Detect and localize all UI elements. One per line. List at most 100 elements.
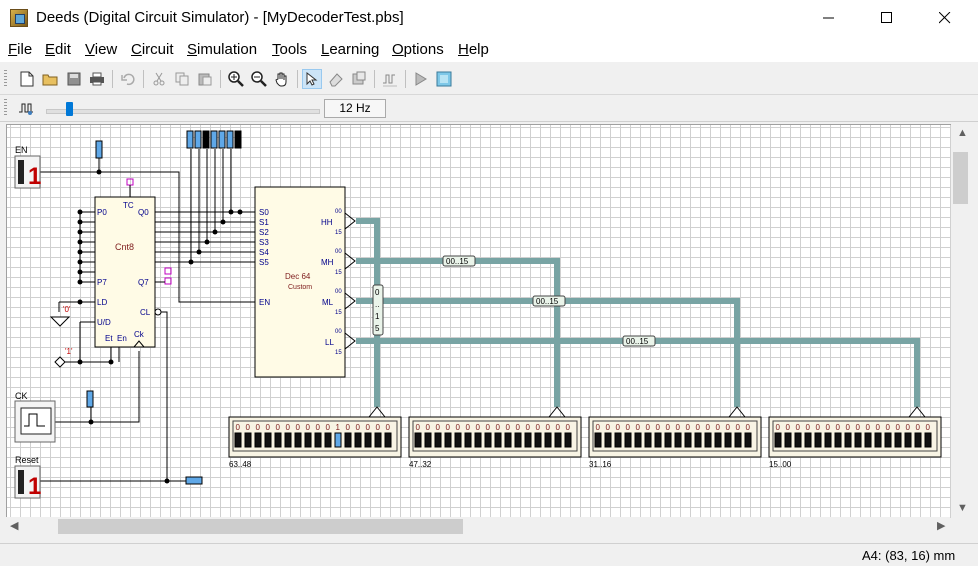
decoder-dec64[interactable]: S0 S1 S2 S3 S4 S5 EN Dec 64 Custom HH MH… xyxy=(254,186,356,378)
component-library-icon xyxy=(352,71,366,85)
pointer-select-button[interactable] xyxy=(302,69,322,89)
counter-cnt8[interactable]: Cnt8 P0 P7 LD U/D TC Q0 Q7 CL Et En Ck xyxy=(94,178,172,348)
scroll-down-icon[interactable]: ▼ xyxy=(957,502,968,514)
probe-led-en xyxy=(95,140,103,159)
svg-text:00: 00 xyxy=(335,249,342,255)
toolbar-grip[interactable] xyxy=(4,70,7,88)
bus-mh[interactable] xyxy=(356,258,560,407)
led-value: 0 xyxy=(876,423,881,432)
led-value: 0 xyxy=(276,423,281,432)
clock-settings-button[interactable] xyxy=(16,98,36,118)
horizontal-scroll-thumb[interactable] xyxy=(58,519,463,534)
led-off xyxy=(884,432,892,448)
menu-file[interactable]: File xyxy=(8,41,33,58)
menu-learning[interactable]: Learning xyxy=(321,41,380,58)
close-button[interactable] xyxy=(922,0,968,36)
led-off xyxy=(714,432,722,448)
undo-icon xyxy=(121,73,135,86)
menu-options[interactable]: Options xyxy=(392,41,444,58)
display-range-label: 31..16 xyxy=(589,460,612,469)
vertical-scroll-thumb[interactable] xyxy=(953,152,968,204)
reset-switch[interactable]: Reset 1 xyxy=(14,455,41,500)
led-off xyxy=(484,432,492,448)
simulation-window-button[interactable] xyxy=(434,69,454,89)
led-off xyxy=(804,432,812,448)
led-off xyxy=(474,432,482,448)
menu-bar: File Edit View Circuit Simulation Tools … xyxy=(0,38,978,62)
cut-icon xyxy=(153,72,165,86)
minimize-icon xyxy=(823,17,834,19)
timing-diagram-button[interactable] xyxy=(380,69,400,89)
bus-hh[interactable] xyxy=(356,218,380,407)
paste-button[interactable] xyxy=(195,69,215,89)
menu-help[interactable]: Help xyxy=(458,41,489,58)
led-value: 0 xyxy=(436,423,441,432)
cut-button[interactable] xyxy=(149,69,169,89)
one-constant[interactable]: '1' xyxy=(54,347,73,368)
svg-text:1: 1 xyxy=(375,312,380,321)
run-button[interactable] xyxy=(411,69,431,89)
minimize-button[interactable] xyxy=(806,0,852,36)
counter-name: Cnt8 xyxy=(115,242,134,252)
pan-button[interactable] xyxy=(272,69,292,89)
led-value: 0 xyxy=(696,423,701,432)
ck-label: CK xyxy=(15,391,28,401)
component-library-button[interactable] xyxy=(349,69,369,89)
eraser-button[interactable] xyxy=(326,69,346,89)
circuit-canvas[interactable]: EN 1 CK Reset 1 '0' '1' Cnt8 P0 P7 LD U/… xyxy=(6,124,951,518)
led-value: 0 xyxy=(786,423,791,432)
led-off xyxy=(904,432,912,448)
scroll-left-icon[interactable]: ◀ xyxy=(10,520,19,532)
reset-label: Reset xyxy=(15,455,39,465)
open-button[interactable] xyxy=(40,69,60,89)
app-icon[interactable] xyxy=(10,9,28,27)
probe-led xyxy=(194,130,202,149)
ck-generator[interactable]: CK xyxy=(14,391,56,443)
led-off xyxy=(264,432,272,448)
clock-frequency-slider[interactable] xyxy=(66,102,73,116)
probe-led xyxy=(234,130,242,149)
print-button[interactable] xyxy=(87,69,107,89)
led-value: 0 xyxy=(926,423,931,432)
menu-simulation[interactable]: Simulation xyxy=(187,41,258,58)
maximize-button[interactable] xyxy=(864,0,910,36)
vertical-scrollbar[interactable] xyxy=(951,124,970,517)
bus-ml[interactable] xyxy=(356,298,740,407)
zoom-out-button[interactable] xyxy=(249,69,269,89)
undo-button[interactable] xyxy=(118,69,138,89)
toolbar-grip[interactable] xyxy=(4,99,7,117)
zero-constant[interactable]: '0' xyxy=(49,305,71,327)
pan-hand-icon xyxy=(275,72,287,87)
svg-text:HH: HH xyxy=(321,218,333,227)
led-value: 0 xyxy=(846,423,851,432)
led-value: 0 xyxy=(346,423,351,432)
display-range-label: 15..00 xyxy=(769,460,792,469)
led-value: 0 xyxy=(816,423,821,432)
menu-circuit[interactable]: Circuit xyxy=(131,41,174,58)
copy-button[interactable] xyxy=(172,69,192,89)
probe-led-ck xyxy=(86,390,94,408)
menu-edit[interactable]: Edit xyxy=(45,41,71,58)
zoom-in-button[interactable] xyxy=(226,69,246,89)
scroll-right-icon[interactable]: ▶ xyxy=(937,520,946,532)
led-value: 0 xyxy=(556,423,561,432)
bus-ll[interactable] xyxy=(356,338,920,407)
led-value: 1 xyxy=(336,423,341,432)
toolbar-separator xyxy=(297,70,298,88)
en-switch[interactable]: EN 1 xyxy=(14,145,41,190)
menu-view[interactable]: View xyxy=(85,41,118,58)
menu-tools[interactable]: Tools xyxy=(272,41,308,58)
en-label: EN xyxy=(15,145,28,155)
led-off xyxy=(644,432,652,448)
scroll-up-icon[interactable]: ▲ xyxy=(957,127,968,139)
led-value: 0 xyxy=(636,423,641,432)
clock-frequency-track[interactable] xyxy=(46,109,320,114)
led-off xyxy=(844,432,852,448)
svg-text:'1': '1' xyxy=(65,347,73,356)
save-button[interactable] xyxy=(64,69,84,89)
new-file-button[interactable] xyxy=(17,69,37,89)
